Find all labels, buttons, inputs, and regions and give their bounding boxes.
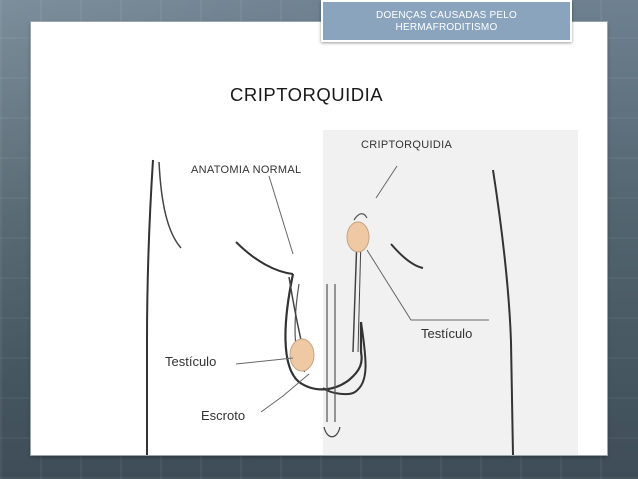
label-criptorquidia: CRIPTORQUIDIA [361,139,452,151]
label-anatomia-normal: ANATOMIA NORMAL [191,164,301,176]
normal-spermatic-cord [288,276,302,341]
right-thigh-outline [492,169,514,455]
undescended-testis [346,221,370,253]
scrotum-outline [284,273,363,391]
header-line-2: HERMAFRODITISMO [395,22,498,33]
undescended-testis-cap [353,213,368,221]
groin-right [390,243,424,269]
groin-left [235,241,294,275]
label-testiculo-left: Testículo [165,354,216,369]
anatomy-illustration: CRIPTORQUIDIA ANATOMIA NORMAL Testículo … [146,130,578,455]
leader-criptorquidia [375,165,398,199]
empty-scrotum-side [322,321,367,396]
leader-testiculo-left [235,357,294,365]
midline-tip [323,426,341,438]
undescended-spermatic-cord [352,236,358,353]
header-box: DOENÇAS CAUSADAS PELO HERMAFRODITISMO [321,0,572,42]
label-testiculo-right: Testículo [421,326,472,341]
leader-testiculo-right [366,249,489,321]
left-hip-curve [158,161,182,249]
undescended-cord-2 [357,236,362,353]
left-thigh-outline [146,159,154,455]
midline [326,284,336,422]
header-line-1: DOENÇAS CAUSADAS PELO [376,10,517,21]
leader-anatomia-normal [268,175,294,255]
criptorquidia-panel [323,130,578,455]
leader-escroto [260,373,310,413]
label-escroto: Escroto [201,408,245,423]
slide-title: CRIPTORQUIDIA [230,84,384,105]
normal-testis [289,338,315,372]
